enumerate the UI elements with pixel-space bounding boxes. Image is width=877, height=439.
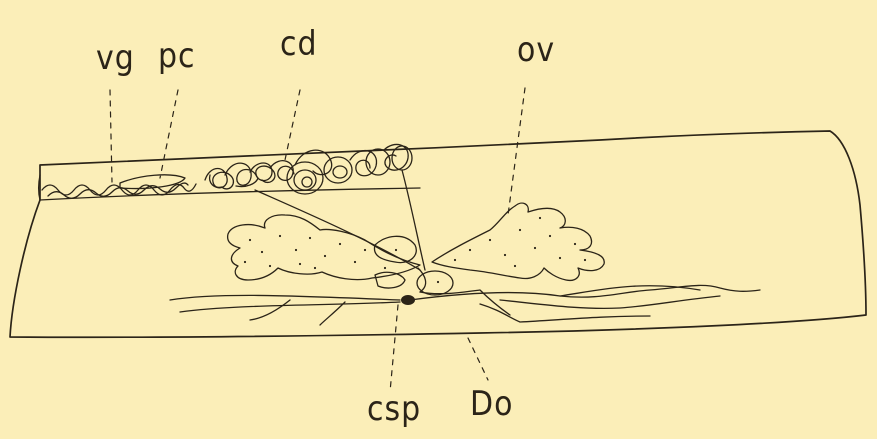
leader-cd: [285, 90, 300, 160]
ovary-left-lobe: [228, 215, 420, 280]
coiled-duct: [205, 144, 412, 194]
leader-ov: [508, 88, 525, 215]
label-ov: ov: [517, 34, 555, 68]
leader-do: [468, 338, 488, 380]
leader-vg: [110, 90, 112, 182]
dorsal-canal-branch-2: [320, 302, 345, 325]
ovary-right-lobe: [432, 203, 604, 280]
right-canal-2: [500, 296, 720, 308]
central-spot: [401, 295, 415, 305]
label-do: Do: [470, 388, 513, 422]
body-outline: [10, 131, 866, 337]
vagina-duct: [42, 184, 196, 195]
label-pc: pc: [158, 40, 196, 74]
dorsal-canal-left: [170, 295, 400, 300]
cirrus-pouch: [120, 175, 185, 189]
dorsal-canal-left-2: [180, 302, 400, 312]
leader-pc: [160, 90, 178, 178]
dorsal-canal-branch: [250, 300, 290, 320]
label-cd: cd: [280, 28, 318, 62]
label-csp: csp: [367, 393, 421, 427]
descending-duct: [402, 170, 425, 270]
right-canal-4: [560, 286, 700, 296]
leader-csp: [390, 305, 398, 392]
vitelline-gland: [417, 271, 453, 295]
label-vg: vg: [96, 42, 135, 76]
